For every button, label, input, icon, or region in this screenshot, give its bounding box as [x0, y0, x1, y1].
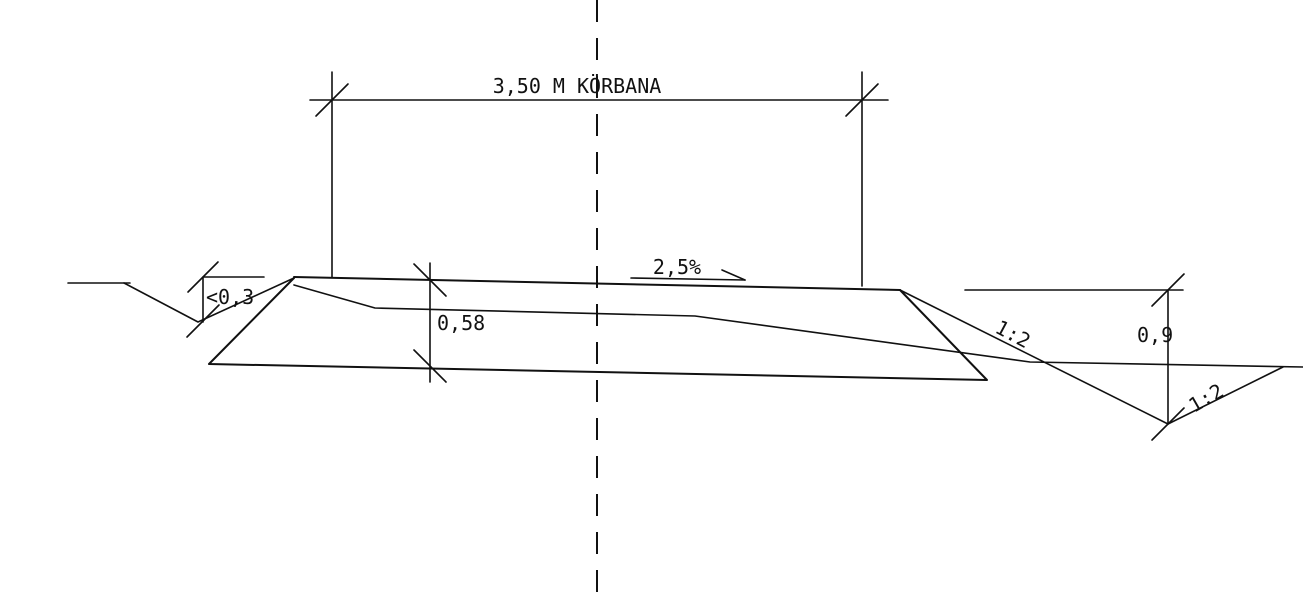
tick-left: [315, 83, 349, 117]
tick-right: [845, 83, 879, 117]
tick-bottom: [186, 304, 220, 338]
road-body: [67, 276, 1303, 425]
cross-slope-annotation: 2,5%: [630, 255, 746, 281]
roadway-width-label: 3,50 M KÖRBANA: [493, 74, 662, 98]
right-slope-upper-label: 1:2: [991, 315, 1034, 353]
right-upper-slope: [899, 289, 1169, 425]
slope-line: [630, 277, 746, 281]
tick-top: [413, 263, 447, 297]
tick-bottom: [413, 349, 447, 383]
cross-slope-label: 2,5%: [653, 255, 701, 279]
right-lower-slope: [1167, 366, 1284, 425]
right-ditch-depth-label: 0,9: [1137, 323, 1173, 347]
roadway-width-dimension: 3,50 M KÖRBANA: [309, 71, 889, 287]
layer-thickness-label: 0,58: [437, 311, 485, 335]
tick-bottom: [1151, 407, 1185, 441]
left-ditch: [123, 277, 295, 323]
left-ditch-depth-label: <0,3: [206, 285, 254, 309]
slope-arrow-head: [721, 269, 746, 281]
left-ditch-depth-dimension: <0,3: [186, 261, 265, 338]
tick-top: [1151, 273, 1185, 307]
subgrade-line: [293, 284, 1303, 368]
tick-top: [187, 261, 219, 293]
right-slope-lower-label: 1:2: [1184, 379, 1227, 418]
layer-thickness-dimension: 0,58: [413, 262, 485, 383]
road-surface: [293, 276, 901, 291]
road-body-outline: [208, 277, 988, 381]
right-ditch-annotations: 1:2 0,9 1:2: [964, 273, 1228, 441]
